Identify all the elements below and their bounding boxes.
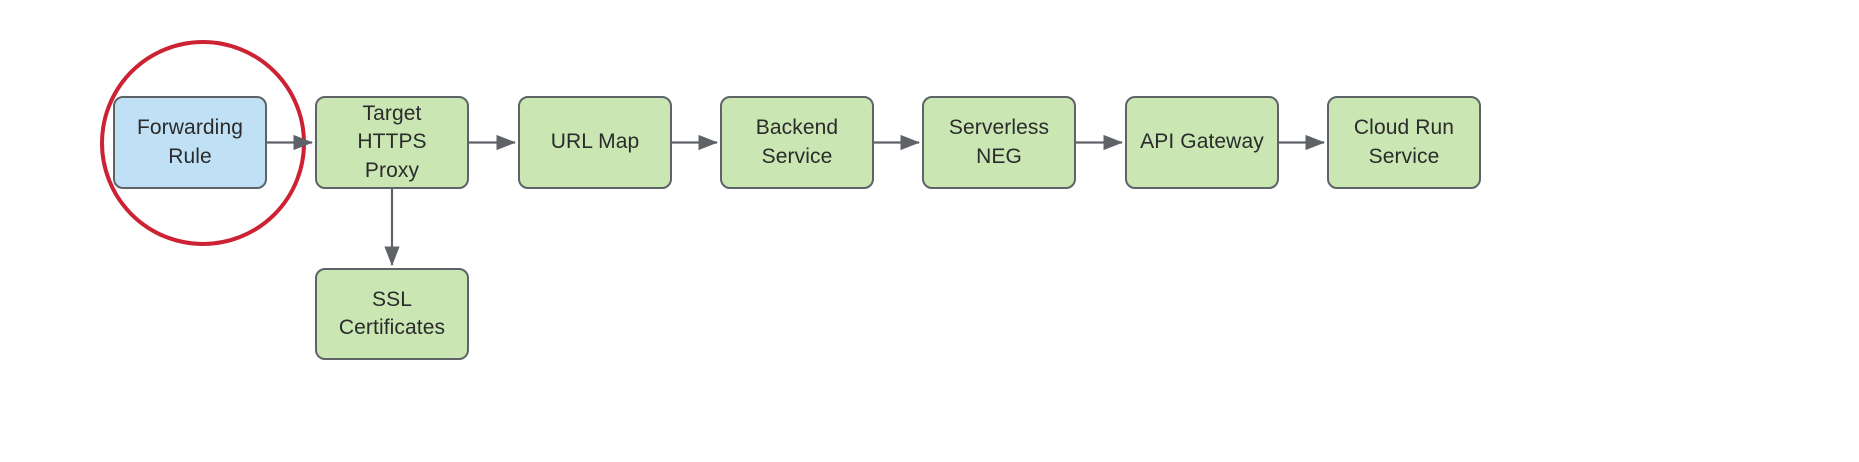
node-forwarding-rule[interactable]: Forwarding Rule: [113, 96, 267, 189]
node-cloud-run-service[interactable]: Cloud Run Service: [1327, 96, 1481, 189]
node-url-map[interactable]: URL Map: [518, 96, 672, 189]
node-serverless-neg[interactable]: Serverless NEG: [922, 96, 1076, 189]
node-backend-service[interactable]: Backend Service: [720, 96, 874, 189]
node-ssl-certificates[interactable]: SSL Certificates: [315, 268, 469, 360]
node-api-gateway[interactable]: API Gateway: [1125, 96, 1279, 189]
node-target-https-proxy[interactable]: Target HTTPS Proxy: [315, 96, 469, 189]
